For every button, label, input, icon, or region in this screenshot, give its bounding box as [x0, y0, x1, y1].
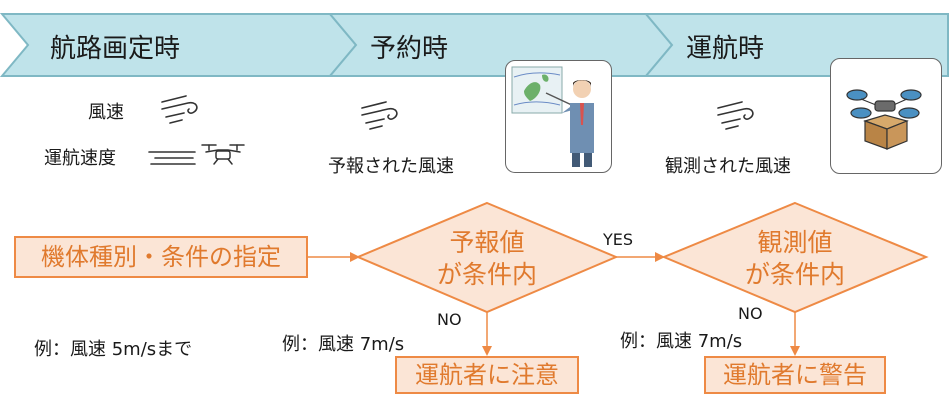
drone-package-icon	[846, 89, 922, 150]
decision-observed-line1: 観測値	[757, 228, 833, 257]
start-condition-box: 機体種別・条件の指定	[14, 236, 308, 278]
forecast-wind-caption: 予報された風速	[328, 156, 454, 177]
example-phase3: 例：風速 7m/s	[620, 331, 743, 352]
no-label-2: NO	[738, 304, 763, 323]
example-phase1: 例：風速 5m/sまで	[34, 339, 193, 360]
outcome-caution-box: 運航者に注意	[395, 356, 579, 394]
phase-3-label: 運航時	[686, 34, 765, 64]
outcome-warning-box: 運航者に警告	[704, 356, 886, 394]
decision-forecast-line2: が条件内	[436, 260, 537, 289]
wind-icon-2	[361, 101, 398, 130]
drone-card	[830, 58, 942, 174]
wind-icon	[161, 95, 198, 124]
no-label-1: NO	[437, 310, 462, 329]
phase-1-label: 航路画定時	[50, 34, 181, 64]
phase-2-label: 予約時	[370, 34, 449, 64]
wind-icon-3	[717, 101, 754, 130]
forecaster-icon	[511, 66, 594, 167]
speed-lines-icon	[148, 151, 196, 165]
yes-label: YES	[603, 230, 634, 249]
example-phase2: 例：風速 7m/s	[282, 334, 405, 355]
drone-icon	[201, 144, 245, 165]
wind-speed-label: 風速	[88, 102, 124, 123]
decision-forecast-line1: 予報値	[449, 228, 525, 257]
decision-observed-line2: が条件内	[744, 260, 845, 289]
forecaster-card	[505, 60, 612, 173]
observed-wind-caption: 観測された風速	[665, 156, 791, 177]
drone-speed-label: 運航速度	[44, 148, 116, 169]
